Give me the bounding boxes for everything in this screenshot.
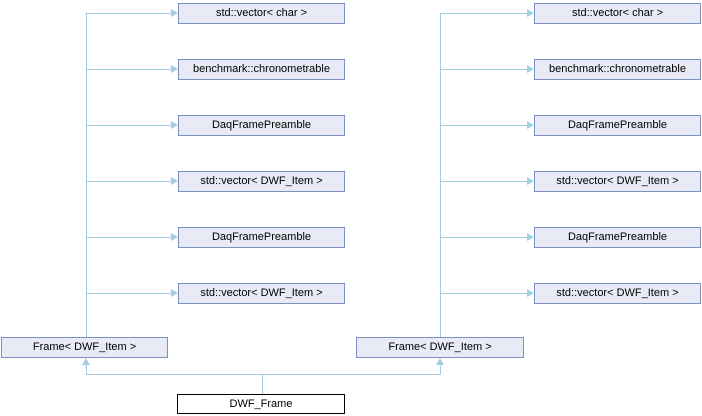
arrow-up-icon xyxy=(436,358,444,365)
arrow-right-icon xyxy=(171,65,178,73)
arrow-right-icon xyxy=(527,9,534,17)
arrow-right-icon xyxy=(171,9,178,17)
arrow-right-icon xyxy=(171,289,178,297)
arrow-right-icon xyxy=(527,233,534,241)
class-node-std-vector-dwf-item[interactable]: std::vector< DWF_Item > xyxy=(178,171,345,192)
class-node-daqframepreamble[interactable]: DaqFramePreamble xyxy=(534,227,701,248)
edge-right-trunk xyxy=(440,13,441,337)
edge-left-frame-stub xyxy=(86,365,87,374)
arrow-right-icon xyxy=(527,177,534,185)
edge-right-branch-3 xyxy=(440,125,527,126)
arrow-right-icon xyxy=(171,177,178,185)
arrow-right-icon xyxy=(527,289,534,297)
edge-right-branch-1 xyxy=(440,13,527,14)
class-node-std-vector-char[interactable]: std::vector< char > xyxy=(534,3,701,24)
class-node-benchmark-chronometrable[interactable]: benchmark::chronometrable xyxy=(534,59,701,80)
edge-left-branch-5 xyxy=(86,237,171,238)
class-node-std-vector-char[interactable]: std::vector< char > xyxy=(178,3,345,24)
arrow-right-icon xyxy=(171,121,178,129)
arrow-right-icon xyxy=(527,65,534,73)
edge-right-branch-2 xyxy=(440,69,527,70)
class-node-frame-dwf-item-right[interactable]: Frame< DWF_Item > xyxy=(356,337,524,358)
class-node-dwf-frame: DWF_Frame xyxy=(177,394,345,414)
class-node-std-vector-dwf-item[interactable]: std::vector< DWF_Item > xyxy=(534,171,701,192)
edge-bottom-bus xyxy=(86,374,441,375)
class-node-daqframepreamble[interactable]: DaqFramePreamble xyxy=(178,115,345,136)
class-node-daqframepreamble[interactable]: DaqFramePreamble xyxy=(534,115,701,136)
edge-left-branch-6 xyxy=(86,293,171,294)
class-node-std-vector-dwf-item[interactable]: std::vector< DWF_Item > xyxy=(178,283,345,304)
arrow-up-icon xyxy=(82,358,90,365)
edge-left-trunk xyxy=(86,13,87,337)
arrow-right-icon xyxy=(171,233,178,241)
class-node-frame-dwf-item-left[interactable]: Frame< DWF_Item > xyxy=(1,337,168,358)
edge-main-stub xyxy=(262,374,263,394)
edge-right-branch-4 xyxy=(440,181,527,182)
edge-left-branch-4 xyxy=(86,181,171,182)
class-node-daqframepreamble[interactable]: DaqFramePreamble xyxy=(178,227,345,248)
edge-right-branch-6 xyxy=(440,293,527,294)
class-node-benchmark-chronometrable[interactable]: benchmark::chronometrable xyxy=(178,59,345,80)
arrow-right-icon xyxy=(527,121,534,129)
edge-right-branch-5 xyxy=(440,237,527,238)
edge-left-branch-3 xyxy=(86,125,171,126)
class-node-std-vector-dwf-item[interactable]: std::vector< DWF_Item > xyxy=(534,283,701,304)
edge-left-branch-2 xyxy=(86,69,171,70)
edge-right-frame-stub xyxy=(440,365,441,374)
edge-left-branch-1 xyxy=(86,13,171,14)
